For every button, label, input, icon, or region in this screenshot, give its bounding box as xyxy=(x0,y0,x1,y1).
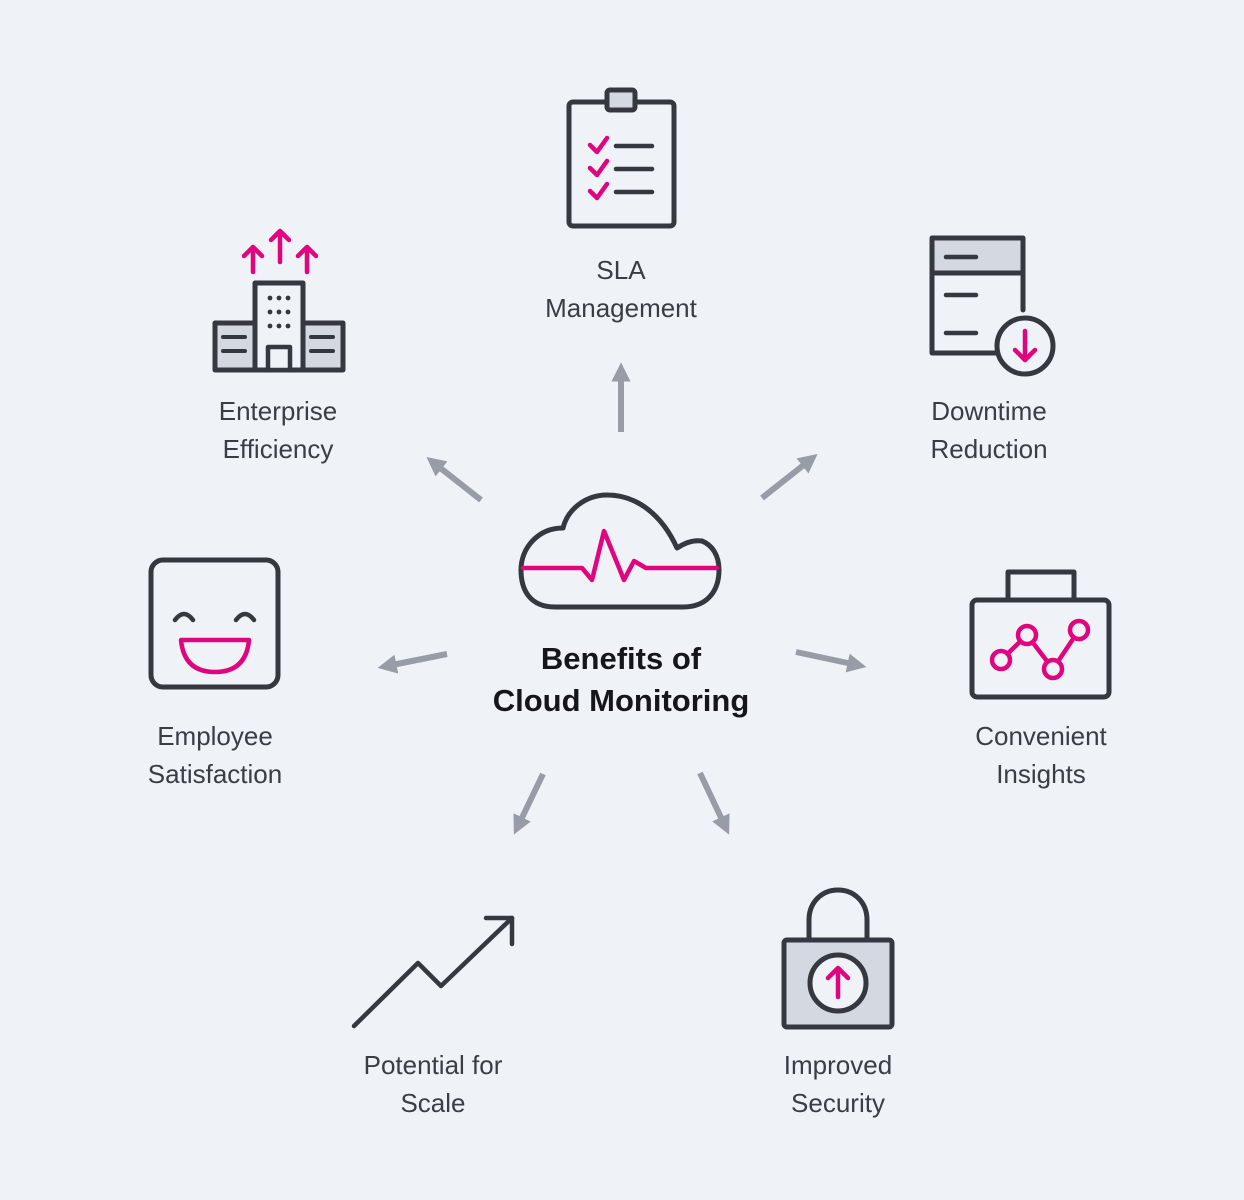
scale-label-line1: Potential for xyxy=(363,1050,503,1080)
arrow-to-enterprise xyxy=(426,457,483,503)
enterprise-label-line1: Enterprise xyxy=(218,396,338,426)
cloud-pulse-icon xyxy=(518,492,722,610)
center-title-line2: Cloud Monitoring xyxy=(492,683,750,718)
benefit-label-employee: Employee Satisfaction xyxy=(95,717,335,793)
server-download-icon xyxy=(929,235,1056,377)
arrow-to-security xyxy=(697,771,730,835)
scale-label-line2: Scale xyxy=(400,1088,466,1118)
arrow-to-downtime xyxy=(760,454,818,501)
benefit-label-sla: SLA Management xyxy=(501,251,741,327)
downtime-label-line2: Reduction xyxy=(930,434,1048,464)
arrow-to-employee xyxy=(377,651,448,674)
arrow-to-insights xyxy=(795,649,867,673)
employee-label-line2: Satisfaction xyxy=(147,759,283,789)
benefit-label-insights: Convenient Insights xyxy=(921,717,1161,793)
insights-label-line2: Insights xyxy=(996,759,1086,789)
sla-label-line2: Management xyxy=(545,293,697,323)
center-title-line1: Benefits of xyxy=(540,641,702,676)
connector-arrows xyxy=(377,362,867,835)
center-title: Benefits of Cloud Monitoring xyxy=(421,638,821,722)
trend-up-icon xyxy=(351,915,515,1029)
benefit-label-enterprise: Enterprise Efficiency xyxy=(158,392,398,468)
smiley-face-icon xyxy=(148,557,281,690)
benefit-label-scale: Potential for Scale xyxy=(313,1046,553,1122)
security-label-line1: Improved xyxy=(783,1050,893,1080)
clipboard-checklist-icon xyxy=(566,87,677,229)
downtime-label-line1: Downtime xyxy=(931,396,1047,426)
buildings-up-icon xyxy=(212,228,346,373)
briefcase-chart-icon xyxy=(969,569,1112,700)
enterprise-label-line2: Efficiency xyxy=(222,434,334,464)
sla-label-line1: SLA xyxy=(596,255,646,285)
employee-label-line1: Employee xyxy=(157,721,273,751)
insights-label-line1: Convenient xyxy=(975,721,1107,751)
padlock-arrow-icon xyxy=(781,887,895,1030)
benefit-label-security: Improved Security xyxy=(718,1046,958,1122)
arrow-to-scale xyxy=(513,772,546,835)
benefit-label-downtime: Downtime Reduction xyxy=(869,392,1109,468)
security-label-line2: Security xyxy=(791,1088,885,1118)
